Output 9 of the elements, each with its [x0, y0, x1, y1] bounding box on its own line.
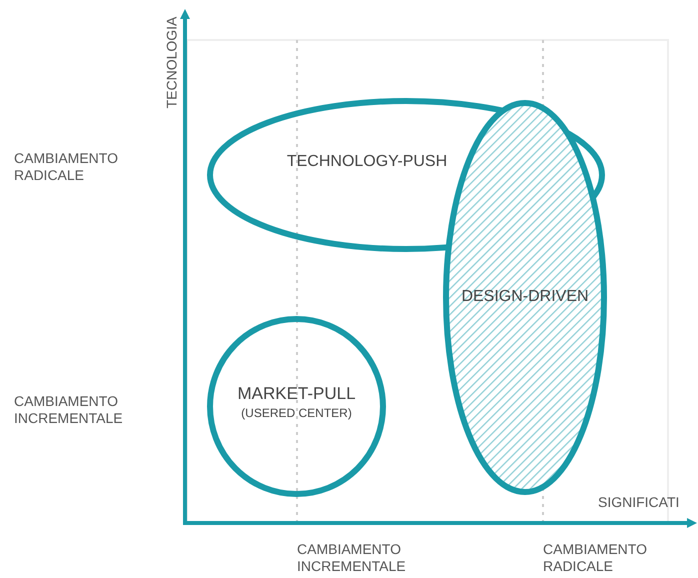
axis-level-label: CAMBIAMENTO RADICALE: [14, 150, 119, 184]
axis-title: TECNOLOGIA: [164, 16, 180, 110]
ellipse-label: MARKET-PULL: [236, 384, 357, 403]
ellipse-sublabel: (USERED CENTER): [240, 406, 353, 420]
axis-level-label: CAMBIAMENTO INCREMENTALE: [14, 393, 124, 427]
axis-level-label: CAMBIAMENTO INCREMENTALE: [297, 541, 407, 575]
axis-level-label: CAMBIAMENTO RADICALE: [543, 541, 648, 575]
ellipse-label: TECHNOLOGY-PUSH: [286, 153, 448, 171]
axis-title: SIGNIFICATI: [598, 494, 680, 511]
